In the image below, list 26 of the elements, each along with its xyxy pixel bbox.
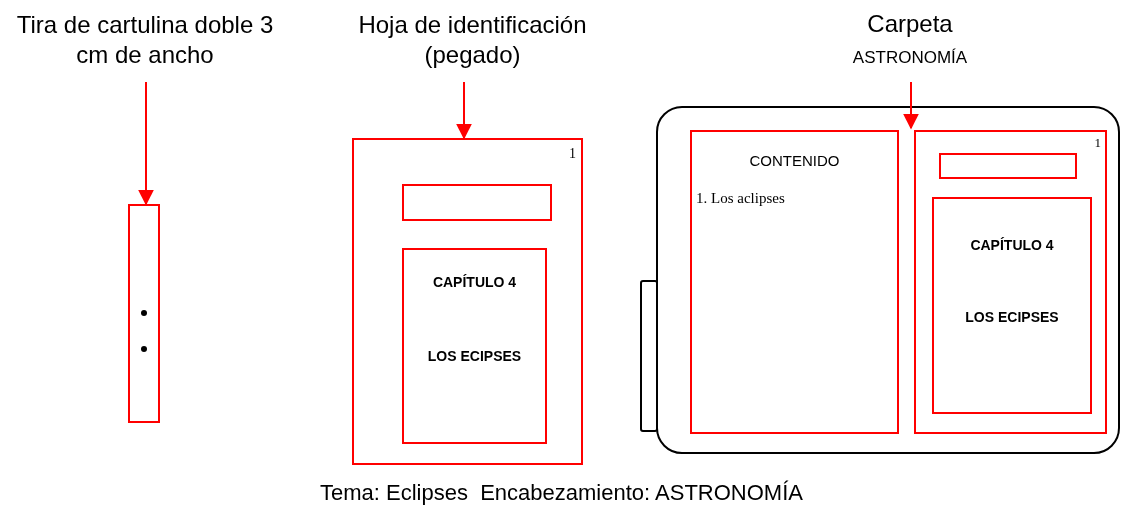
heading-label: Hoja de identificación (pegado) [335, 10, 610, 72]
title-panel [932, 197, 1092, 414]
chapter-title: LOS ECIPSES [964, 309, 1060, 325]
arrow [903, 81, 919, 130]
contents-page [690, 130, 899, 434]
chapter-title: CAPÍTULO 4 [431, 274, 518, 290]
label-frame [402, 184, 552, 221]
page-number: 1 [1094, 135, 1101, 151]
paper-strip [128, 204, 160, 423]
folder-label: ASTRONOMÍA [851, 48, 969, 68]
cover-page [914, 130, 1107, 434]
chapter-title: CAPÍTULO 4 [969, 237, 1055, 253]
heading-label: Carpeta [866, 10, 954, 38]
title-panel [402, 248, 547, 444]
contents-heading: CONTENIDO [748, 152, 841, 169]
caption: Tema: Eclipses Encabezamiento: ASTRONOMÍA [319, 480, 804, 506]
folder [656, 106, 1120, 454]
arrow [456, 81, 472, 140]
chapter-title: LOS ECIPSES [426, 348, 523, 364]
list-item: 1. Los aclipses [696, 190, 785, 207]
page-number: 1 [569, 146, 576, 162]
id-sheet [352, 138, 583, 465]
heading-label: Tira de cartulina doble 3 cm de ancho [15, 10, 275, 72]
arrow [138, 81, 154, 206]
label-frame [939, 153, 1077, 179]
folder-tab [640, 280, 658, 432]
